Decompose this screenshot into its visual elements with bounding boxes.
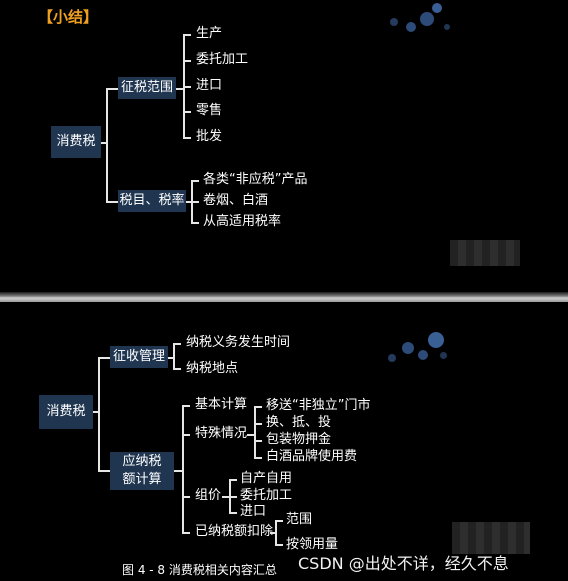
decor-dot [440, 352, 447, 359]
calc-item-special: 特殊情况 [195, 426, 248, 441]
connector [176, 88, 184, 90]
decor-dot [432, 3, 442, 13]
connector [254, 440, 262, 442]
collection-node: 征收管理 [110, 346, 168, 368]
connector [247, 434, 255, 436]
connector [173, 368, 181, 370]
connector [254, 423, 262, 425]
deduct-item: 按领用量 [286, 537, 339, 552]
connector [98, 357, 100, 471]
figure-caption: 图 4 - 8 消费税相关内容汇总 [122, 563, 277, 577]
connector [191, 222, 199, 224]
scope-item: 零售 [196, 103, 223, 118]
connector [93, 411, 99, 413]
collection-item: 纳税义务发生时间 [186, 335, 291, 350]
connector [191, 201, 199, 203]
compose-item: 自产自用 [240, 471, 293, 486]
calc-node-line1: 应纳税 [122, 454, 162, 469]
connector [254, 406, 256, 458]
root-node: 消费税 [39, 395, 93, 429]
watermark: CSDN @出处不详，经久不息 [298, 554, 509, 573]
decor-dot [444, 24, 450, 30]
connector [182, 532, 190, 534]
compose-item: 进口 [240, 504, 267, 519]
summary-title: 【小结】 [38, 8, 99, 26]
connector [186, 201, 192, 203]
scope-item: 生产 [196, 26, 223, 41]
connector [182, 434, 190, 436]
root-node: 消费税 [51, 126, 101, 158]
deduct-item: 范围 [286, 512, 313, 527]
connector [275, 520, 283, 522]
figure-panel [0, 302, 568, 581]
connector [183, 86, 191, 88]
decor-dot [428, 332, 444, 348]
connector [275, 544, 283, 546]
decor-dot [388, 354, 396, 362]
connector [229, 479, 237, 481]
connector [101, 142, 107, 144]
connector [106, 201, 118, 203]
special-item: 换、抵、投 [266, 415, 332, 430]
calc-item-basic: 基本计算 [195, 397, 248, 412]
connector [173, 343, 175, 369]
connector [183, 60, 191, 62]
special-item: 移送“非独立”门市 [266, 398, 371, 413]
calc-node: 应纳税 额计算 [110, 452, 174, 490]
connector [106, 88, 108, 202]
connector [275, 520, 277, 545]
connector [222, 496, 230, 498]
divider [0, 292, 568, 302]
summary-panel: 【小结】 消费税 征税范围 生产 委托加工 进口 零售 批发 税目、税率 各类“… [38, 3, 520, 266]
scope-item: 委托加工 [196, 52, 249, 67]
connector [182, 496, 190, 498]
rate-item: 各类“非应税”产品 [203, 172, 308, 187]
connector [174, 470, 183, 472]
connector [106, 88, 118, 90]
connector [173, 343, 181, 345]
collection-item: 纳税地点 [186, 361, 239, 376]
special-item: 包装物押金 [266, 432, 332, 447]
connector [229, 496, 237, 498]
calc-item-compose: 组价 [195, 488, 222, 503]
connector [98, 470, 110, 472]
connector [168, 357, 174, 359]
connector [183, 111, 191, 113]
connector [229, 512, 237, 514]
connector [182, 405, 184, 532]
special-item: 白酒品牌使用费 [266, 449, 358, 464]
decor-dot [420, 12, 434, 26]
connector [183, 34, 191, 36]
scope-item: 批发 [196, 129, 223, 144]
scope-item: 进口 [196, 78, 223, 93]
decor-dot [406, 22, 416, 32]
compose-item: 委托加工 [240, 488, 293, 503]
rate-item: 卷烟、白酒 [203, 193, 269, 208]
connector [183, 137, 191, 139]
blurred-region [450, 240, 520, 266]
decor-dot [390, 18, 398, 26]
connector [254, 457, 262, 459]
connector [191, 180, 199, 182]
decor-dot [418, 350, 428, 360]
calc-node-line2: 额计算 [122, 472, 162, 487]
rate-node: 税目、税率 [118, 190, 186, 212]
connector [270, 532, 276, 534]
decor-dot [402, 342, 414, 354]
connector [182, 405, 190, 407]
blurred-region [452, 522, 530, 554]
connector [98, 357, 110, 359]
calc-item-deduct: 已纳税额扣除 [195, 524, 274, 539]
rate-item: 从高适用税率 [203, 214, 282, 229]
connector [254, 406, 262, 408]
scope-node: 征税范围 [118, 77, 176, 99]
